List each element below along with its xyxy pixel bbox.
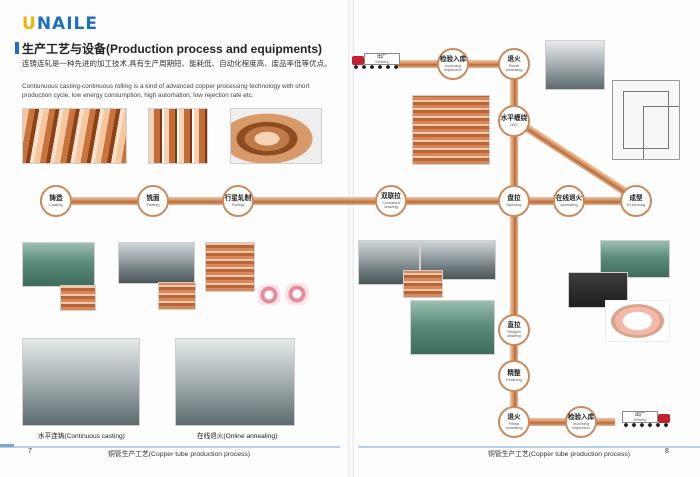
footer-rule-right — [358, 446, 700, 448]
ig-tube-inner-photo — [568, 272, 628, 308]
spinning-machine-photo — [420, 240, 496, 280]
footer-text-left: 铜管生产工艺(Copper tube production process) — [108, 451, 251, 458]
rolling-cross-section-a — [258, 285, 280, 305]
page-number-right: 8 — [665, 448, 669, 455]
intro-text-zh: 连铸连轧是一种先进的加工技术,具有生产周期短、能耗低、自动化程度高、废品率低等优… — [22, 59, 332, 68]
process-flow-pipe-vertical — [510, 60, 518, 428]
peeling-machine-photo — [118, 242, 195, 284]
intro-text-en: Contiunuous casting-continuous rolling i… — [22, 83, 310, 99]
copper-pipes-closeup-photo — [148, 108, 208, 164]
continuous-casting-photo — [22, 338, 140, 426]
continuous-casting-caption: 水平连铸(Continuous casting) — [38, 433, 125, 440]
rolling-cross-section-b — [285, 283, 309, 305]
section-title: 生产工艺与设备(Production process and equipment… — [22, 42, 323, 56]
ig-forming-machine-photo — [600, 240, 670, 278]
straight-drawing-photo — [410, 300, 495, 355]
process-flow-pipe-main — [40, 197, 636, 205]
ig-tube-cross-section — [605, 300, 670, 342]
lwc-coil-photo — [412, 95, 490, 165]
peeled-tube-photo — [158, 282, 196, 310]
copper-coil-photo — [230, 108, 322, 164]
copper-pipes-photo — [22, 108, 127, 164]
lwc-schematic-diagram — [612, 80, 680, 160]
truck-wheels — [352, 65, 400, 69]
drawn-tube-photo — [403, 270, 443, 298]
rolling-photo — [205, 242, 255, 292]
annealing-furnace-photo — [545, 40, 605, 90]
footer-rule-left — [0, 446, 340, 448]
brand-logo: UNAILE — [22, 14, 98, 34]
cast-billet-photo — [60, 285, 96, 311]
page-gutter — [348, 0, 354, 477]
title-marker — [15, 42, 19, 54]
footer-text-right: 铜管生产工艺(Copper tube production process) — [488, 451, 631, 458]
truck-cab — [352, 56, 364, 65]
page-marker-left — [0, 444, 14, 447]
truck-cab — [658, 414, 670, 423]
truck-wheels — [622, 423, 670, 427]
online-annealing-photo — [175, 338, 295, 426]
page-number-left: 7 — [28, 448, 32, 455]
casting-equipment-photo — [22, 242, 95, 287]
online-annealing-caption: 在线退火(Online annealing) — [197, 433, 278, 440]
